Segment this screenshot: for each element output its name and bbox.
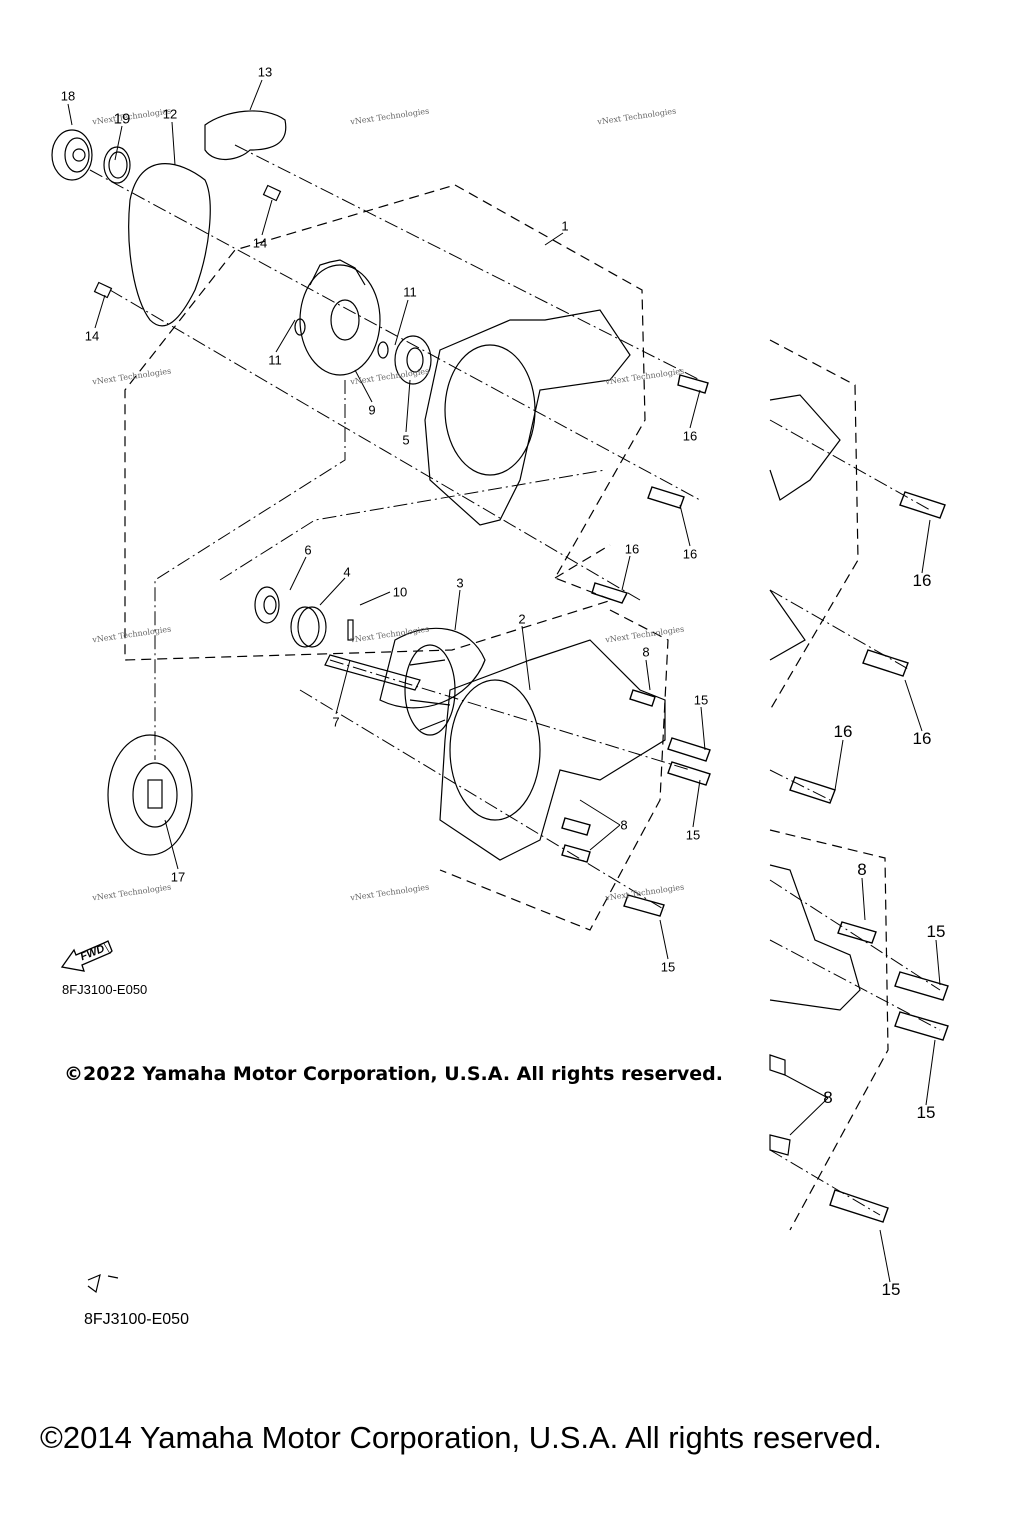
callout-number: 3	[456, 575, 464, 591]
callout-number: 19	[113, 110, 131, 128]
callout-number: 9	[368, 402, 376, 418]
o-ring-3	[379, 627, 486, 709]
shaft-7	[324, 654, 421, 691]
callout-number: 15	[685, 827, 701, 843]
bolts	[561, 374, 949, 1223]
callout-number: 11	[403, 284, 417, 300]
callout-number: 16	[682, 546, 698, 562]
callout-number: 18	[60, 88, 76, 104]
callout-number: 4	[343, 564, 351, 580]
copyright-2022: ©2022 Yamaha Motor Corporation, U.S.A. A…	[64, 1063, 723, 1085]
pump-cover-2	[439, 639, 666, 861]
pin-10	[347, 619, 354, 641]
gear-9	[299, 259, 381, 376]
overlay-partial-parts	[769, 394, 861, 1156]
callout-number: 14	[84, 328, 100, 344]
o-ring-12	[128, 163, 211, 327]
callout-number: 2	[518, 611, 526, 627]
impeller	[404, 644, 456, 736]
seal-6	[254, 586, 280, 624]
dowel-pins-14	[93, 184, 282, 299]
callout-number: 8	[823, 1088, 833, 1107]
diagram-code-overlay: 8FJ3100-E050	[84, 1311, 189, 1328]
callout-number: 15	[916, 1103, 936, 1122]
seal-4	[290, 606, 327, 648]
callout-number: 7	[332, 714, 340, 730]
callout-number: 16	[624, 541, 640, 557]
leader-lines	[67, 79, 941, 1283]
diagram-code: 8FJ3100-E050	[62, 982, 148, 997]
gasket-13	[204, 110, 287, 160]
callout-number: 12	[162, 106, 178, 122]
gear-17	[107, 734, 193, 856]
callout-number: 16	[912, 729, 932, 748]
bearing-5	[394, 335, 432, 385]
callout-number: 17	[170, 869, 186, 885]
callout-number: 15	[881, 1280, 901, 1299]
callout-number: 15	[660, 959, 676, 975]
callout-number: 5	[402, 432, 410, 448]
callout-number: 15	[693, 692, 709, 708]
clips-11	[294, 318, 389, 359]
assembly-outline-1	[124, 184, 889, 1231]
callout-number: 1	[561, 218, 569, 234]
fwd-arrow-icon: FWD	[60, 937, 120, 982]
housing-bore	[444, 344, 536, 476]
copyright-2014: ©2014 Yamaha Motor Corporation, U.S.A. A…	[40, 1420, 882, 1455]
circlip-19	[103, 146, 131, 184]
callout-number: 8	[642, 644, 650, 660]
cover-bore	[449, 679, 541, 821]
callout-number: 13	[257, 64, 273, 80]
bearing-18	[51, 129, 93, 181]
callout-number: 16	[912, 571, 932, 590]
callout-number: 15	[926, 922, 946, 941]
callout-number: 6	[304, 542, 312, 558]
callout-number: 16	[682, 428, 698, 444]
water-pump-housing-1	[424, 309, 631, 526]
axis-lines	[89, 144, 941, 1216]
callout-number: 11	[268, 352, 282, 368]
overlay-fwd-arrow-partial	[87, 1273, 119, 1294]
callout-number: 8	[857, 860, 867, 879]
callout-number: 14	[252, 235, 268, 251]
callout-number: 16	[833, 722, 853, 741]
callout-number: 10	[392, 584, 408, 600]
callout-number: 8	[620, 817, 628, 833]
